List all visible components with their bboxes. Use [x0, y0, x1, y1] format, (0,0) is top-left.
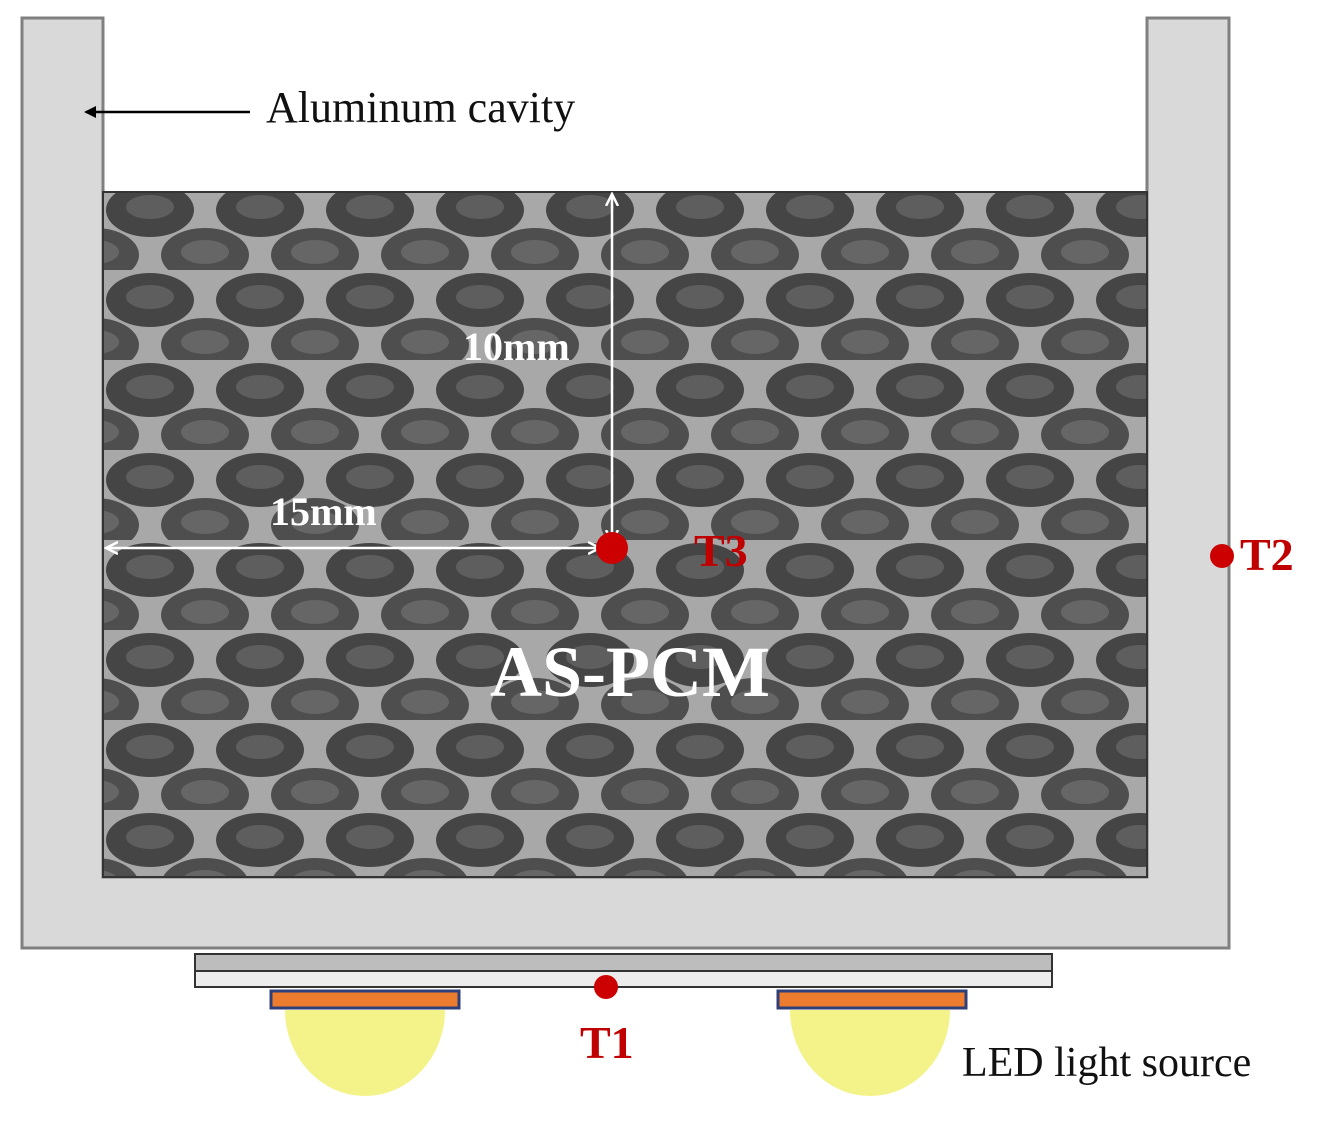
led-chip-right [776, 989, 968, 1010]
sensor-t1-label: T1 [580, 1017, 634, 1068]
heater-plate-bottom [194, 970, 1053, 988]
led-dome-left [285, 1010, 445, 1096]
led-chip-left [269, 989, 461, 1010]
sensor-t2-dot [1210, 544, 1234, 568]
vertical-dimension-label: 10mm [463, 324, 570, 369]
sensor-t3-dot [596, 532, 628, 564]
led-label: LED light source [962, 1040, 1251, 1086]
material-label: AS-PCM [490, 632, 770, 712]
heater-plate-top [194, 953, 1053, 972]
sensor-t1-dot [594, 975, 618, 999]
sensor-t2-label: T2 [1240, 529, 1294, 580]
cavity-label: Aluminum cavity [266, 83, 575, 132]
horizontal-dimension-label: 15mm [270, 489, 377, 534]
sensor-t3-label: T3 [694, 525, 748, 576]
led-dome-right [790, 1010, 950, 1096]
as-pcm-block [102, 191, 1148, 878]
